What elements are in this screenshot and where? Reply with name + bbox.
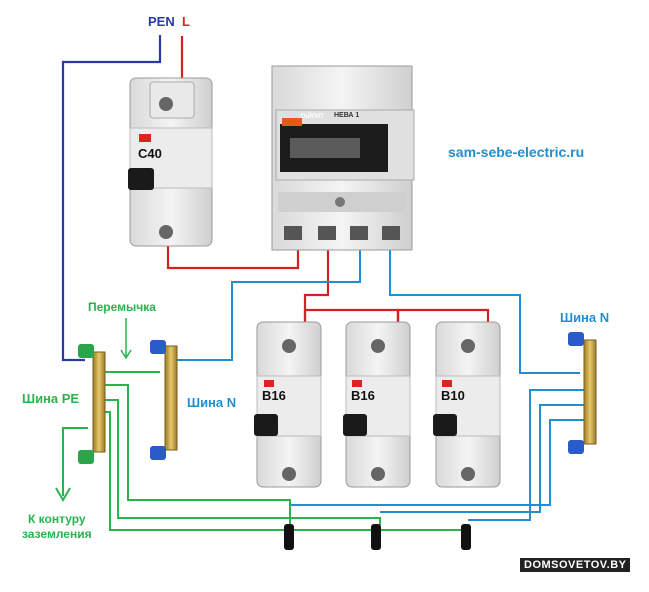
electricity-meter — [271, 65, 415, 251]
jumper-label: Перемычка — [88, 300, 156, 314]
breaker-1-label: B16 — [262, 388, 286, 403]
pen-label: PEN — [148, 14, 175, 29]
phase-wires — [166, 36, 490, 325]
breaker-3-label: B10 — [441, 388, 465, 403]
pe-bus-label: Шина PE — [22, 391, 80, 406]
n-bus-bar-left — [150, 340, 178, 460]
ground-label: К контуру заземления — [22, 512, 92, 542]
meter-model-label: НЕВА 1 — [334, 112, 360, 119]
main-breaker — [128, 77, 213, 247]
ground-label-line1: К контуру — [27, 512, 86, 526]
site-label: sam-sebe-electric.ru — [448, 144, 585, 160]
watermark: DOMSOVETOV.BY — [520, 558, 631, 572]
breaker-b16-1 — [254, 321, 322, 488]
n-bus-left-label: Шина N — [187, 395, 237, 410]
n-bus-right-label: Шина N — [560, 310, 610, 325]
ground-label-line2: заземления — [22, 527, 92, 541]
cable-ends — [284, 524, 471, 550]
meter-brand-label: ТАЙПИТ — [300, 114, 325, 120]
jumper-arrow — [120, 318, 132, 360]
n-bus-bar-right — [568, 332, 597, 454]
protective-wires — [55, 371, 469, 531]
breaker-b10 — [433, 321, 501, 488]
main-breaker-label: C40 — [138, 146, 162, 161]
breaker-b16-2 — [343, 321, 411, 488]
phase-l-label: L — [182, 14, 190, 29]
breaker-2-label: B16 — [351, 388, 375, 403]
neutral-wires — [175, 240, 590, 521]
pen-wire — [61, 35, 162, 362]
pe-bus-bar — [78, 344, 106, 464]
